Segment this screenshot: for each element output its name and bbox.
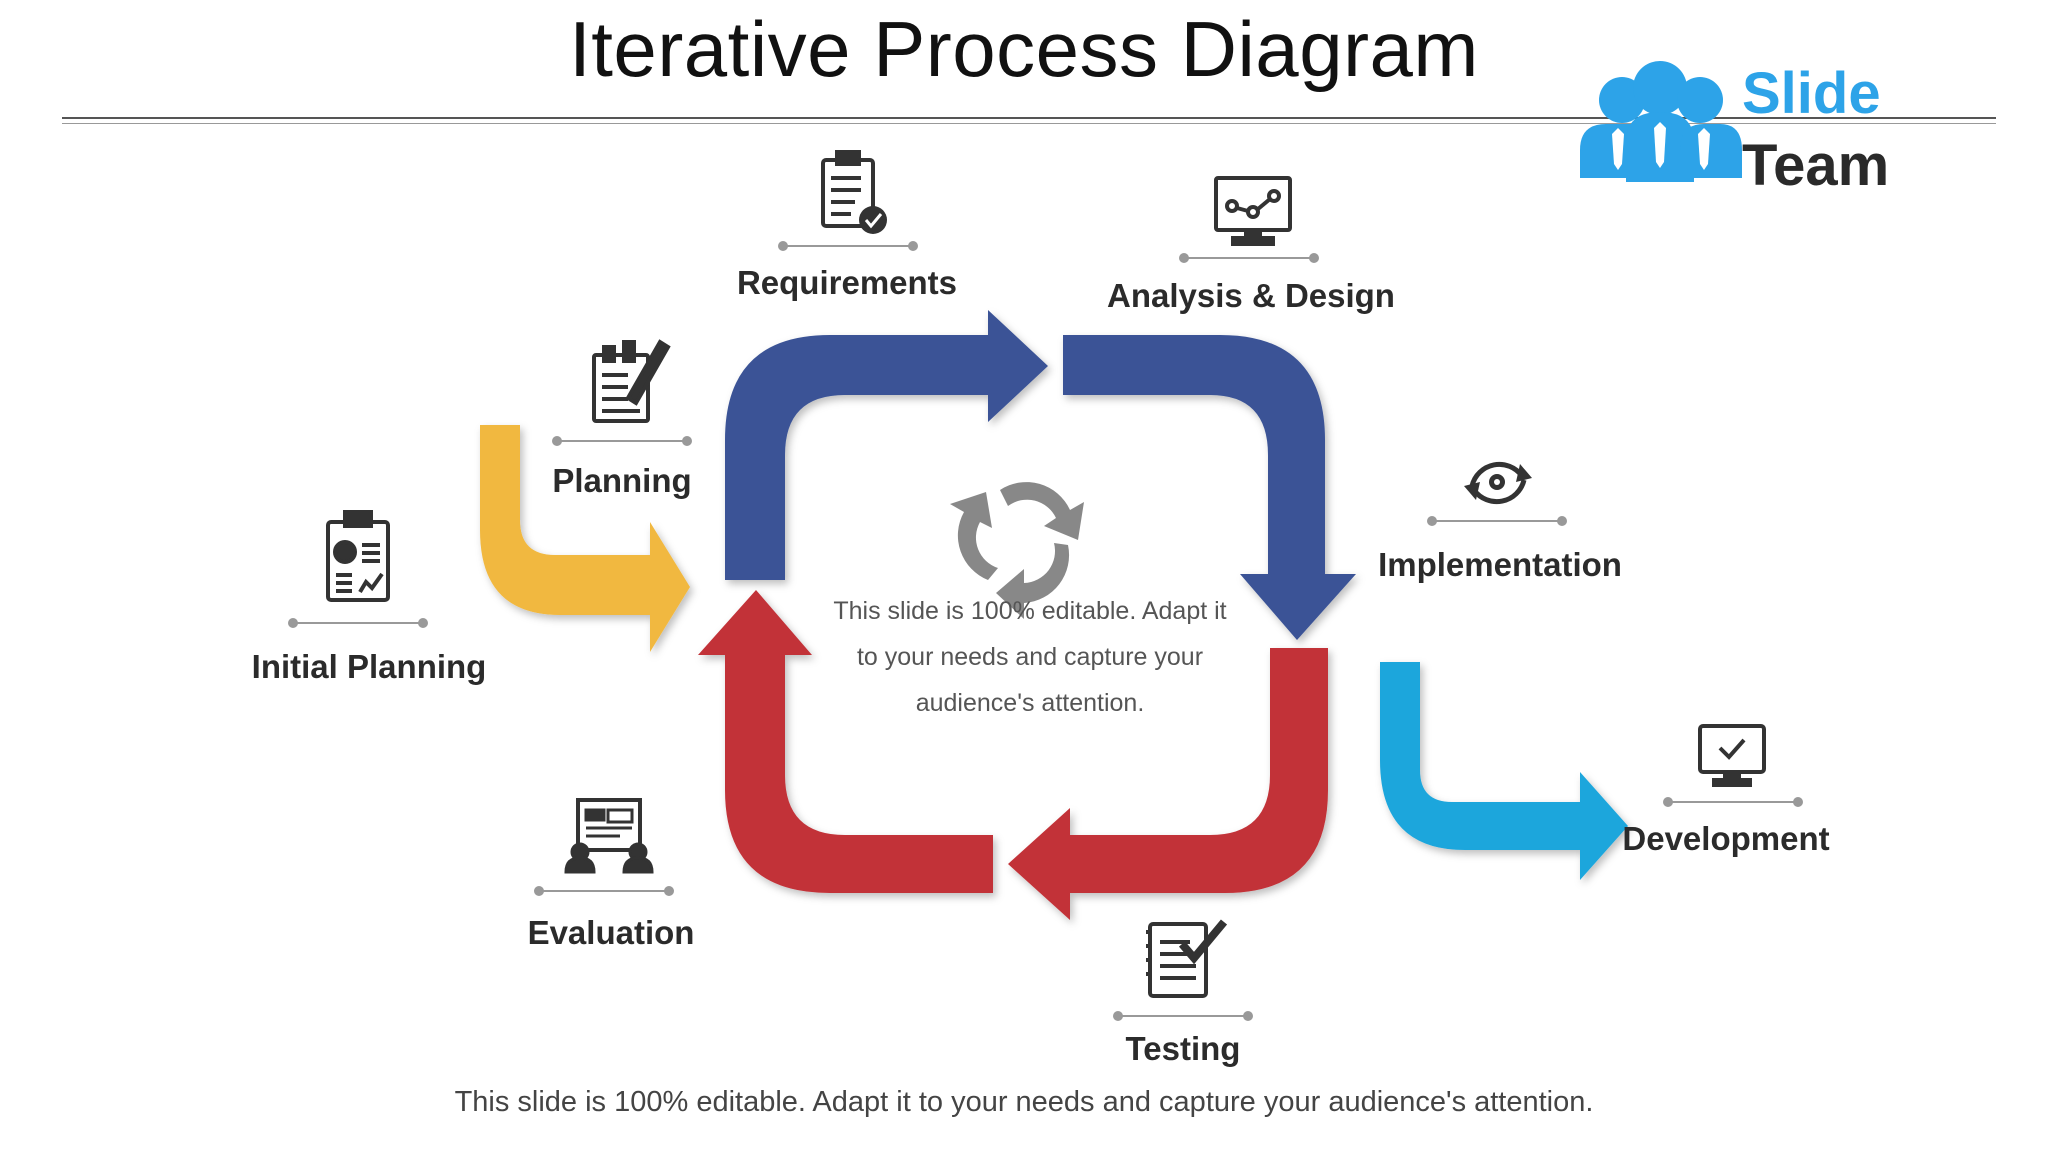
entry-arrow-yellow <box>480 425 690 652</box>
people-board-icon <box>564 798 654 874</box>
cycle-arrow-red-left <box>698 590 993 893</box>
step-label-requirements: Requirements <box>736 264 958 301</box>
step-label-planning: Planning <box>552 462 692 499</box>
slide-title: Iterative Process Diagram <box>569 5 1479 93</box>
monitor-graph-icon <box>1214 176 1292 246</box>
monitor-check-icon <box>1698 724 1766 787</box>
step-label-initial-planning: Initial Planning <box>251 648 487 685</box>
cycle-arrow-red-bottom <box>1008 648 1328 920</box>
recycle-icon <box>950 482 1084 619</box>
logo-text-slide: Slide <box>1742 61 1881 126</box>
step-label-implementation: Implementation <box>1378 546 1622 583</box>
step-label-development: Development <box>1622 820 1830 857</box>
logo-text-team: Team <box>1742 133 1890 198</box>
step-label-evaluation: Evaluation <box>527 914 695 951</box>
center-description: This slide is 100% editable. Adapt it to… <box>833 597 1227 717</box>
cycle-arrow-blue-top <box>725 310 1048 580</box>
title-divider <box>62 117 1996 119</box>
footer-note: This slide is 100% editable. Adapt it to… <box>454 1086 1594 1118</box>
document-check-icon <box>1146 919 1228 998</box>
step-label-analysis-design: Analysis & Design <box>1107 277 1395 314</box>
gear-cycle-icon <box>1464 461 1532 505</box>
step-label-testing: Testing <box>1125 1030 1241 1067</box>
exit-arrow-cyan <box>1380 662 1628 880</box>
title-divider-thin <box>62 123 1996 124</box>
cycle-arrow-blue-right <box>1063 335 1356 640</box>
report-clipboard-icon <box>326 510 390 602</box>
label-separators <box>288 241 1803 1021</box>
clipboard-pencil-icon <box>592 339 671 423</box>
checklist-icon <box>821 150 887 234</box>
